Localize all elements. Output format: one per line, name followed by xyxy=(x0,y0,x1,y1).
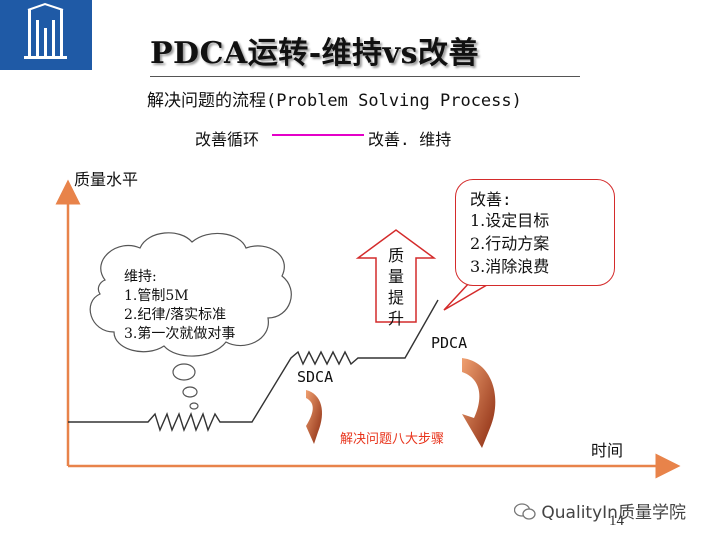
cloud-item: 3.第一次就做对事 xyxy=(124,326,236,342)
title-divider xyxy=(150,76,580,77)
cloud-list: 1.管制5M 2.纪律/落实标准 3.第一次就做对事 xyxy=(124,287,235,344)
callout-item: 3.消除浪费 xyxy=(470,257,550,276)
cloud-item: 1.管制5M xyxy=(124,288,189,304)
callout-pointer xyxy=(443,281,495,311)
slide-subtitle: 解决问题的流程(Problem Solving Process) xyxy=(147,91,522,111)
watermark-text: QualityIn质量学院 xyxy=(541,503,686,523)
y-axis-label: 质量水平 xyxy=(74,170,139,189)
arrow-char: 提 xyxy=(387,288,404,307)
callout-item: 1.设定目标 xyxy=(470,211,550,230)
arrow-char: 量 xyxy=(387,267,404,286)
callout-title: 改善: xyxy=(470,190,512,209)
quality-level-line xyxy=(68,299,439,432)
page-number: 14 xyxy=(609,513,624,529)
sdca-label: SDCA xyxy=(297,368,334,386)
maintain-cloud xyxy=(89,232,292,410)
callout-list: 1.设定目标 2.行动方案 3.消除浪费 xyxy=(470,209,549,278)
pdca-curl-arrow xyxy=(462,358,496,448)
quality-up-label: 质 量 提 升 xyxy=(383,245,409,329)
logo-mark-icon xyxy=(0,0,92,70)
legend-line xyxy=(272,134,364,136)
callout-item: 2.行动方案 xyxy=(470,234,550,253)
improvement-callout xyxy=(455,179,615,286)
wechat-icon xyxy=(513,503,536,520)
x-axis-label: 时间 xyxy=(591,441,624,460)
quality-up-arrow xyxy=(355,229,437,323)
logo xyxy=(0,0,92,70)
watermark: QualityIn质量学院 xyxy=(513,498,686,523)
arrow-char: 升 xyxy=(387,309,404,328)
arrow-char: 质 xyxy=(387,246,404,265)
legend-improve-maintain: 改善. 维持 xyxy=(368,130,452,149)
pdca-label: PDCA xyxy=(431,334,468,352)
eight-steps-label: 解决问题八大步骤 xyxy=(340,432,445,447)
cloud-title: 维持: xyxy=(124,269,157,285)
sdca-curl-arrow xyxy=(306,390,322,444)
legend-improvement-cycle: 改善循环 xyxy=(195,130,260,149)
slide-title: PDCA运转-维持vs改善 xyxy=(150,36,479,71)
cloud-item: 2.纪律/落实标准 xyxy=(124,307,227,323)
